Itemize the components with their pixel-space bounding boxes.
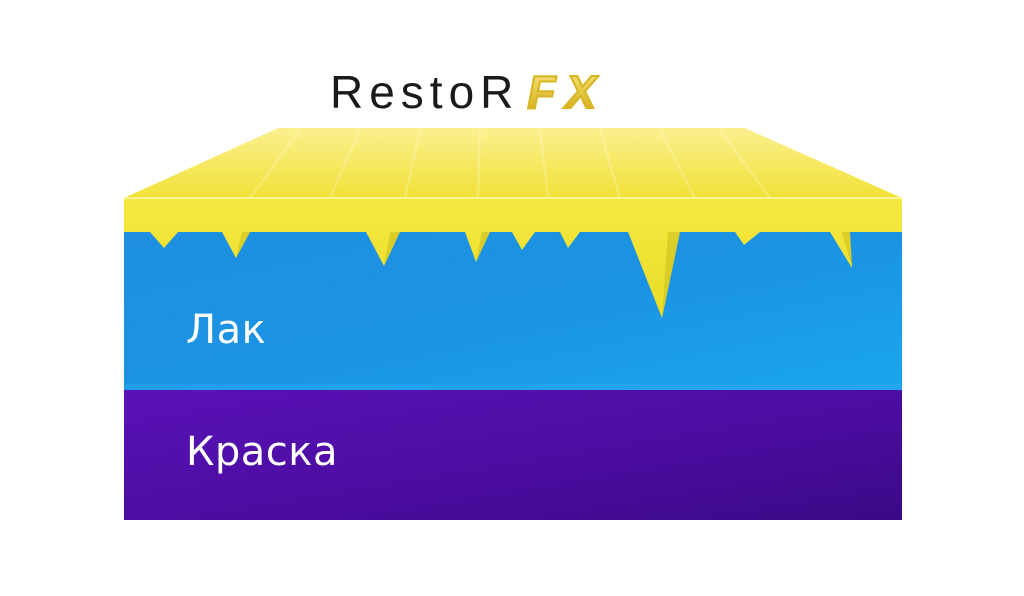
lacquer-label: Лак [186, 307, 267, 353]
coating-front-with-spikes [124, 198, 902, 318]
lacquer-layer [124, 232, 902, 390]
logo-main-text: RestoR [330, 66, 520, 118]
restorfx-logo: RestoR FX [330, 66, 607, 118]
paint-layer [124, 390, 902, 520]
lacquer-highlight [124, 384, 902, 390]
logo-accent-text: FX [526, 66, 607, 118]
paint-label: Краска [186, 429, 338, 475]
coating-streaks [249, 129, 771, 199]
coating-top-surface [124, 128, 902, 198]
spike-shading [236, 232, 852, 318]
